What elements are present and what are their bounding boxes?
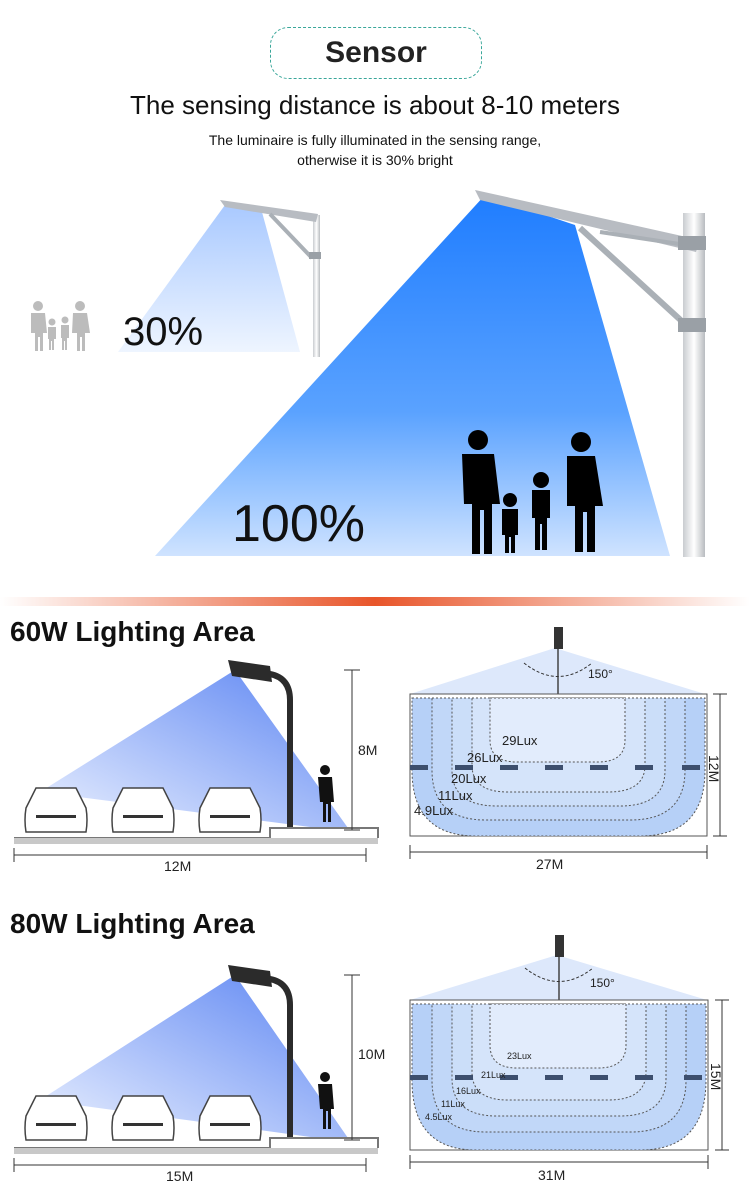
section-80w-lux-3: 16Lux [456,1086,481,1096]
dim-level-label: 30% [123,310,204,354]
dim-light-pole [313,215,320,357]
dim-light-beam [118,205,300,352]
section-80w-lux-4: 11Lux [441,1099,465,1109]
section-80w-top-view [409,935,729,1169]
section-60w-lux-1: 29Lux [502,733,538,748]
section-60w-lux-4: 11Lux [438,788,473,803]
section-60w-title: 60W Lighting Area [10,616,255,647]
headline: The sensing distance is about 8-10 meter… [130,90,620,120]
section-60w-lux-2: 26Lux [467,750,503,765]
full-light-pole [683,213,705,557]
section-60w-height-label: 8M [358,742,378,758]
section-80w-road-diagram [13,965,379,1172]
section-60w-top-view [409,627,727,859]
section-divider [0,597,750,606]
section-60w-road-width-label: 12M [164,858,192,874]
full-light-beam [155,195,670,556]
section-80w-road-width-label: 15M [166,1168,194,1184]
full-light-fixture [475,190,700,252]
section-80w-lux-1: 23Lux [507,1051,532,1061]
section-60w-lux-3: 20Lux [451,771,487,786]
section-80w-top-depth-label: 15M [708,1063,724,1091]
section-80w-angle-label: 150° [590,976,615,990]
section-80w-lux-5: 4.5Lux [425,1112,453,1122]
subtitle-line-2: otherwise it is 30% bright [297,152,453,168]
section-60w-top-width-label: 27M [536,856,564,872]
section-80w-height-label: 10M [358,1046,386,1062]
section-60w-lux-5: 4.9Lux [414,803,454,818]
section-80w-top-width-label: 31M [538,1167,566,1183]
subtitle-line-1: The luminaire is fully illuminated in th… [208,132,542,148]
sensor-badge: Sensor [270,27,482,79]
section-60w-top-depth-label: 12M [706,755,722,783]
dim-family-silhouette [31,301,90,351]
full-family-silhouette [462,430,603,554]
section-80w-title: 80W Lighting Area [10,908,255,939]
section-60w-angle-label: 150° [588,667,613,681]
section-60w-road-diagram [13,660,379,862]
dim-light-fixture [220,200,318,222]
full-level-label: 100% [232,495,365,553]
sensor-badge-label: Sensor [325,36,427,69]
section-80w-lux-2: 21Lux [481,1070,506,1080]
